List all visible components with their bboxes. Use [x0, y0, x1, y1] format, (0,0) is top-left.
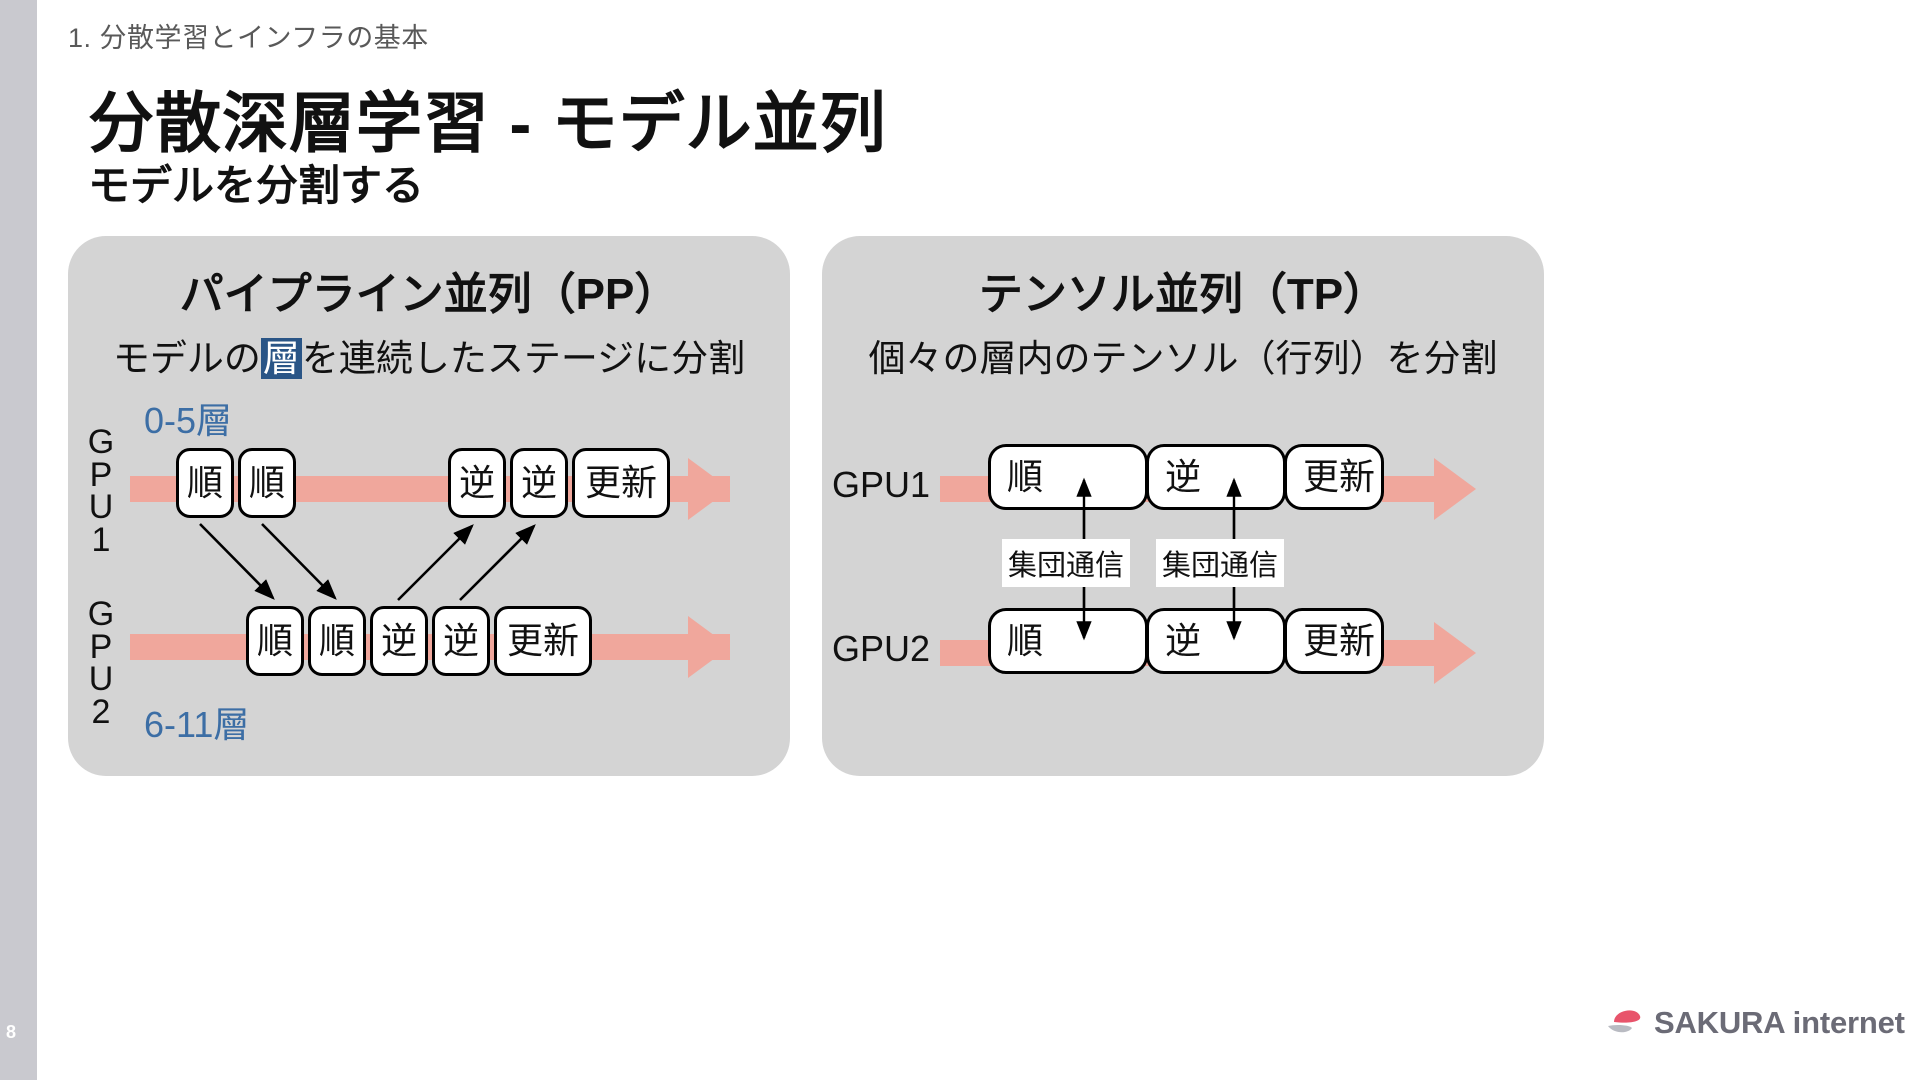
- panel-pp-title: パイプライン並列（PP）: [179, 270, 679, 319]
- panel-tp-title: テンソル並列（TP）: [978, 270, 1388, 319]
- tp-gpu1-pipe-0: [940, 476, 996, 502]
- pp-gpu1-label: G P U 1: [84, 423, 118, 559]
- page-subtitle: モデルを分割する: [88, 162, 425, 209]
- pp-gpu1-node-0: 順: [176, 448, 234, 518]
- tp-gpu2-pipe-0: [940, 640, 996, 666]
- pp-gpu2-node-0: 順: [246, 606, 304, 676]
- sakura-flower-icon: [1606, 1000, 1652, 1046]
- pp-gpu2-arrow-icon: [688, 616, 730, 678]
- panel-tp-description: 個々の層内のテンソル（行列）を分割: [868, 338, 1498, 379]
- pp-gpu2-char-0: G: [87, 595, 115, 633]
- brand-logo: SAKURA internet: [1606, 1000, 1905, 1046]
- tp-gpu1-label: GPU1: [832, 464, 931, 505]
- tp-gpu2-pipe-3: [1382, 640, 1442, 666]
- pp-gpu2-char-3: 2: [91, 692, 111, 731]
- tp-gpu2-node-0: 順: [988, 608, 1148, 674]
- tp-gpu1-node-0: 順: [988, 444, 1148, 510]
- tp-gpu2-arrow-icon: [1434, 622, 1476, 684]
- tp-gpu1-arrow-icon: [1434, 458, 1476, 520]
- tp-comm-label-1: 集団通信: [1156, 539, 1285, 587]
- pp-gpu1-node-4: 更新: [572, 448, 670, 518]
- pp-gpu2-node-1: 順: [308, 606, 366, 676]
- tp-gpu2-label: GPU2: [832, 628, 931, 669]
- pp-gpu2-pipe: [130, 634, 730, 660]
- pp-gpu1-arrow-icon: [688, 458, 730, 520]
- pp-gpu2-char-1: P: [89, 627, 113, 666]
- pp-gpu2-char-2: U: [88, 660, 114, 699]
- tp-diagram: GPU1 順 逆 更新 GPU2 順 逆 更新: [822, 236, 1544, 776]
- tp-gpu2-node-2: 更新: [1284, 608, 1384, 674]
- pp-desc-before: モデルの: [112, 338, 261, 379]
- tp-gpu1-node-2: 更新: [1284, 444, 1384, 510]
- pp-gpu1-char-3: 1: [91, 520, 111, 559]
- pp-gpu2-node-3: 逆: [432, 606, 490, 676]
- tp-comm-label-0: 集団通信: [1002, 539, 1131, 587]
- pp-gpu1-char-2: U: [88, 488, 114, 527]
- pp-gpu1-node-1: 順: [238, 448, 296, 518]
- tp-gpu1-pipe-3: [1382, 476, 1442, 502]
- pp-gpu1-node-3: 逆: [510, 448, 568, 518]
- pp-gpu1-node-2: 逆: [448, 448, 506, 518]
- brand-logo-text: SAKURA internet: [1654, 1005, 1905, 1040]
- pp-gpu2-node-4: 更新: [494, 606, 592, 676]
- panel-tensor-parallel: テンソル並列（TP） 個々の層内のテンソル（行列）を分割 GPU1 順 逆 更新…: [822, 236, 1544, 776]
- tp-gpu2-node-1: 逆: [1146, 608, 1286, 674]
- pp-desc-after: を連続したステージに分割: [301, 338, 746, 379]
- page-number: 8: [6, 1022, 17, 1042]
- pp-gpu2-label: G P U 2: [84, 595, 118, 731]
- pp-gpu2-layer-tag: 6-11層: [144, 704, 250, 745]
- pp-gpu1-char-0: G: [87, 423, 115, 461]
- pp-diagram: G P U 1 0-5層 順 順 逆 逆 更新 G P U 2 6-11層: [68, 236, 790, 776]
- left-accent-bar: [0, 0, 37, 1080]
- panel-pipeline-parallel: パイプライン並列（PP） モデルの層を連続したステージに分割 G P U 1 0…: [68, 236, 790, 776]
- page-title: 分散深層学習 - モデル並列: [88, 86, 887, 160]
- section-eyebrow: 1. 分散学習とインフラの基本: [68, 23, 429, 53]
- panel-pp-description: モデルの層を連続したステージに分割: [68, 328, 790, 382]
- pp-gpu2-node-2: 逆: [370, 606, 428, 676]
- pp-desc-highlight: 層: [260, 338, 302, 379]
- tp-gpu1-node-1: 逆: [1146, 444, 1286, 510]
- pp-gpu1-layer-tag: 0-5層: [144, 400, 233, 441]
- pp-gpu1-char-1: P: [89, 455, 113, 494]
